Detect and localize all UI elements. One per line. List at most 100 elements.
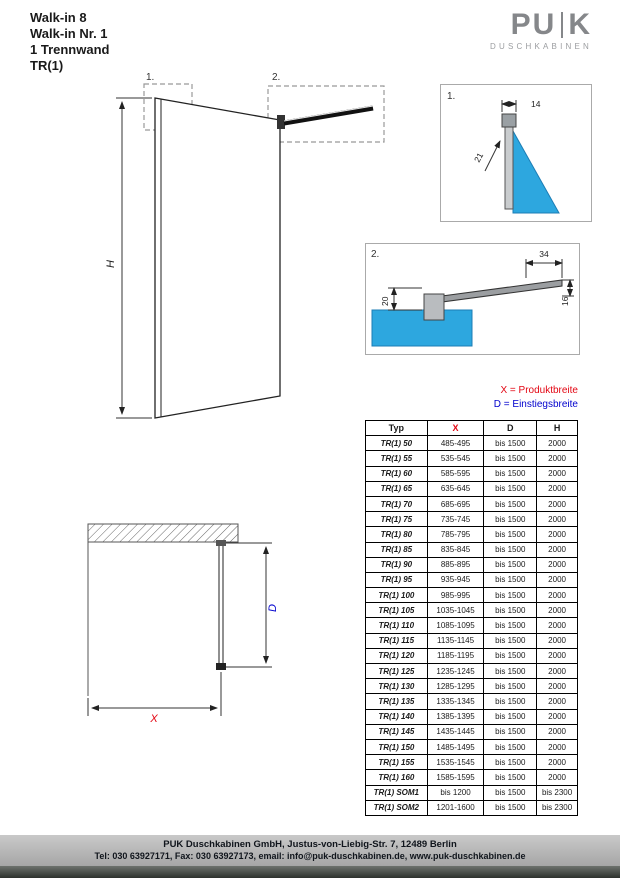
cell-typ: TR(1) 110 (365, 617, 428, 634)
cell-value: 2000 (536, 617, 578, 634)
callout-box-2 (267, 85, 385, 143)
cell-value: bis 1500 (483, 738, 538, 756)
cell-value: 1285-1295 (426, 678, 485, 695)
cell-typ: TR(1) 50 (365, 435, 428, 452)
cell-value: bis 1500 (483, 799, 538, 816)
cell-value: bis 2300 (536, 799, 578, 816)
cell-value: 2000 (536, 647, 578, 665)
dim20-label: 20 (380, 296, 390, 306)
cell-value: 2000 (536, 526, 578, 543)
cell-typ: TR(1) 100 (365, 587, 428, 604)
cell-value: bis 1500 (483, 435, 538, 452)
glass-top-view (371, 309, 473, 347)
cell-value: bis 1500 (483, 450, 538, 467)
cell-typ: TR(1) 105 (365, 602, 428, 619)
cell-value: 2000 (536, 678, 578, 695)
cell-value: 735-745 (426, 511, 485, 528)
cell-typ: TR(1) 140 (365, 708, 428, 725)
puk-logo-letters: PU K (490, 10, 592, 40)
cell-typ: TR(1) 80 (365, 526, 428, 543)
dim21-label: 21 (472, 151, 485, 164)
cell-typ: TR(1) 155 (365, 754, 428, 771)
glass-panel (154, 97, 281, 419)
cell-typ: TR(1) 85 (365, 541, 428, 558)
title-line-1: Walk-in 8 (30, 10, 87, 25)
detail-2-box: 2. 34 16 20 (365, 243, 580, 355)
cell-value: 2000 (536, 632, 578, 649)
cell-value: 2000 (536, 495, 578, 513)
cell-typ: TR(1) 145 (365, 723, 428, 740)
cell-value: 2000 (536, 693, 578, 710)
cell-value: bis 1500 (483, 526, 538, 543)
cell-value: bis 1500 (483, 617, 538, 634)
cell-value: 785-795 (426, 526, 485, 543)
detail-2-drawing: 2. 34 16 20 (371, 249, 574, 347)
support-bar-detail (441, 279, 563, 303)
cell-typ: TR(1) SOM2 (365, 799, 428, 816)
dim21-leader (484, 140, 501, 172)
cell-value: 1235-1245 (426, 662, 485, 680)
page-title: Walk-in 8 Walk-in Nr. 1 1 Trennwand TR(1… (30, 10, 109, 74)
cell-typ: TR(1) 60 (365, 465, 428, 482)
profile-cap (501, 113, 517, 128)
dim14-label: 14 (531, 99, 541, 109)
callout-label-1: 1. (146, 72, 154, 83)
cell-value: bis 1500 (483, 495, 538, 513)
cell-value: bis 1500 (483, 693, 538, 710)
cell-value: 985-995 (426, 587, 485, 604)
cell-value: 2000 (536, 662, 578, 680)
panel-end-cap (216, 663, 226, 670)
cell-value: 1535-1545 (426, 754, 485, 771)
footer-strip (0, 866, 620, 878)
cell-typ: TR(1) 95 (365, 571, 428, 589)
cell-value: bis 1200 (426, 784, 485, 801)
cell-value: 2000 (536, 708, 578, 725)
cell-typ: TR(1) 130 (365, 678, 428, 695)
cell-value: bis 1500 (483, 754, 538, 771)
cell-value: 1435-1445 (426, 723, 485, 740)
callout-label-2: 2. (272, 72, 280, 83)
legend-d: D = Einstiegsbreite (493, 399, 578, 410)
cell-typ: TR(1) 70 (365, 495, 428, 513)
cell-value: bis 1500 (483, 723, 538, 740)
cell-value: 2000 (536, 571, 578, 589)
cell-value: bis 1500 (483, 662, 538, 680)
cell-value: 1085-1095 (426, 617, 485, 634)
cell-value: 2000 (536, 511, 578, 528)
cell-value: 1485-1495 (426, 738, 485, 756)
detail-1-box: 1. 14 21 (440, 84, 592, 222)
cell-value: bis 1500 (483, 587, 538, 604)
footer-address: PUK Duschkabinen GmbH, Justus-von-Liebig… (163, 839, 457, 850)
cell-value: 2000 (536, 587, 578, 604)
cell-value: 685-695 (426, 495, 485, 513)
cell-value: 1335-1345 (426, 693, 485, 710)
callout-box-1 (143, 83, 193, 131)
cell-typ: TR(1) 55 (365, 450, 428, 467)
cell-value: 2000 (536, 738, 578, 756)
wall-profile (504, 118, 514, 210)
cell-typ: TR(1) 65 (365, 480, 428, 497)
cell-value: bis 1500 (483, 556, 538, 573)
cell-value: 2000 (536, 723, 578, 740)
footer-contact: Tel: 030 63927171, Fax: 030 63927173, em… (94, 851, 526, 861)
logo-divider (561, 12, 564, 38)
cell-typ: TR(1) SOM1 (365, 784, 428, 801)
cell-typ: TR(1) 160 (365, 769, 428, 786)
legend: X = Produktbreite D = Einstiegsbreite (420, 384, 578, 412)
cell-value: bis 1500 (483, 769, 538, 786)
cell-value: bis 1500 (483, 571, 538, 589)
cell-value: 2000 (536, 769, 578, 786)
